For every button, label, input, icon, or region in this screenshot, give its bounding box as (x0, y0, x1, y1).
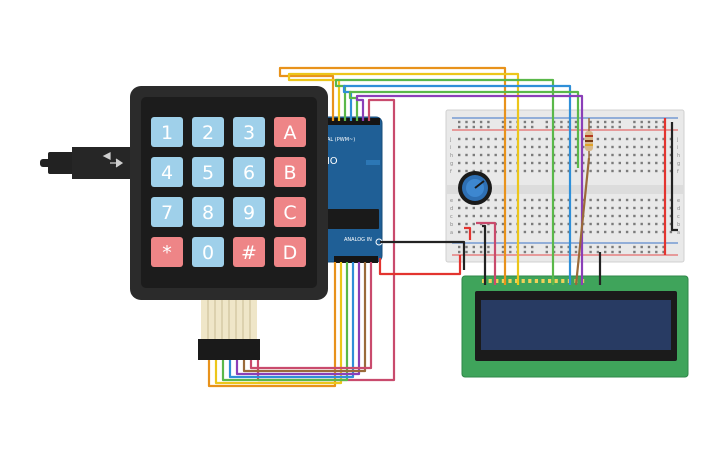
keypad-key-label: A (284, 122, 297, 144)
row-letter: e (450, 198, 453, 204)
keypad-key[interactable]: 9 (233, 197, 265, 227)
row-letter: h (677, 153, 680, 159)
keypad-key[interactable]: 4 (151, 157, 183, 187)
keypad-key[interactable]: 6 (233, 157, 265, 187)
keypad-key-label: C (283, 202, 296, 224)
keypad-key-label: 6 (243, 162, 255, 184)
jumper-wire (348, 90, 580, 168)
keypad-connector (198, 339, 260, 360)
jumper-wire (482, 224, 487, 285)
jumper-wire (355, 94, 584, 285)
keypad-key-label: * (162, 242, 172, 264)
keypad-key-label: 0 (202, 242, 214, 264)
row-letter: f (677, 169, 679, 175)
jumper-wire (207, 262, 337, 388)
jumper-wire (249, 262, 373, 370)
lcd-screen (481, 300, 671, 350)
row-letter: i (677, 145, 678, 151)
jumper-wire (378, 255, 462, 276)
jumper-wire (242, 262, 367, 373)
row-letter: j (676, 137, 678, 143)
row-letter: e (677, 198, 680, 204)
jumper-wire (476, 221, 497, 285)
row-letter: f (450, 169, 452, 175)
jumper-wire (574, 157, 591, 286)
keypad-key[interactable]: 5 (192, 157, 224, 187)
keypad-key-label: 5 (202, 162, 214, 184)
keypad-key-label: # (241, 242, 257, 264)
jumper-wire (670, 122, 678, 232)
lcd-display (461, 275, 689, 378)
keypad-key-label: 1 (161, 122, 173, 144)
keypad-key[interactable]: 3 (233, 117, 265, 147)
jumper-wire (221, 262, 349, 382)
keypad-key[interactable]: 2 (192, 117, 224, 147)
row-letter: i (450, 145, 451, 151)
row-letter: a (450, 230, 453, 236)
resistor (585, 118, 593, 158)
digital-header (322, 118, 380, 125)
row-letter: b (450, 222, 453, 228)
usb-connector (48, 152, 76, 174)
keypad-key[interactable]: 7 (151, 197, 183, 227)
row-letter: g (450, 161, 453, 167)
keypad: 1 2 3 A 4 5 6 B 7 8 9 C * 0 # D (40, 86, 328, 360)
jumper-wire (235, 262, 361, 376)
keypad-key-label: D (283, 242, 298, 264)
jumper-wires (207, 66, 678, 388)
keypad-key-label: 4 (161, 162, 173, 184)
potentiometer (458, 171, 492, 205)
keypad-key[interactable]: C (274, 197, 306, 227)
row-letter: a (677, 230, 680, 236)
row-letter: c (450, 214, 453, 220)
keypad-keys: 1 2 3 A 4 5 6 B 7 8 9 C * 0 # D (151, 117, 306, 267)
jumper-wire (464, 226, 472, 240)
jumper-wire (380, 240, 466, 270)
keypad-key-label: B (283, 162, 296, 184)
digital-label: AL (PWM~) (327, 137, 355, 143)
analog-header (334, 256, 378, 263)
keypad-key-label: 3 (243, 122, 255, 144)
row-letter: b (677, 222, 680, 228)
keypad-key[interactable]: 1 (151, 117, 183, 147)
row-letter: h (450, 153, 453, 159)
keypad-key[interactable]: 0 (192, 237, 224, 267)
jumper-wire (278, 66, 507, 285)
row-letter: d (450, 206, 453, 212)
keypad-key-label: 8 (202, 202, 214, 224)
keypad-key[interactable]: A (274, 117, 306, 147)
keypad-key[interactable]: * (151, 237, 183, 267)
keypad-key[interactable]: D (274, 237, 306, 267)
row-letter: g (677, 161, 680, 167)
keypad-key-label: 9 (243, 202, 255, 224)
keypad-key[interactable]: # (233, 237, 265, 267)
row-letter: c (677, 214, 680, 220)
keypad-key[interactable]: B (274, 157, 306, 187)
row-letter: j (449, 137, 451, 143)
atmega-chip (319, 209, 379, 229)
row-letter: d (677, 206, 680, 212)
jumper-wire (214, 262, 343, 385)
usb-icon (102, 152, 124, 168)
keypad-key-label: 7 (161, 202, 173, 224)
analog-label: ANALOG IN (344, 237, 372, 243)
keypad-key-label: 2 (202, 122, 214, 144)
jumper-wire (228, 262, 355, 379)
keypad-key[interactable]: 8 (192, 197, 224, 227)
